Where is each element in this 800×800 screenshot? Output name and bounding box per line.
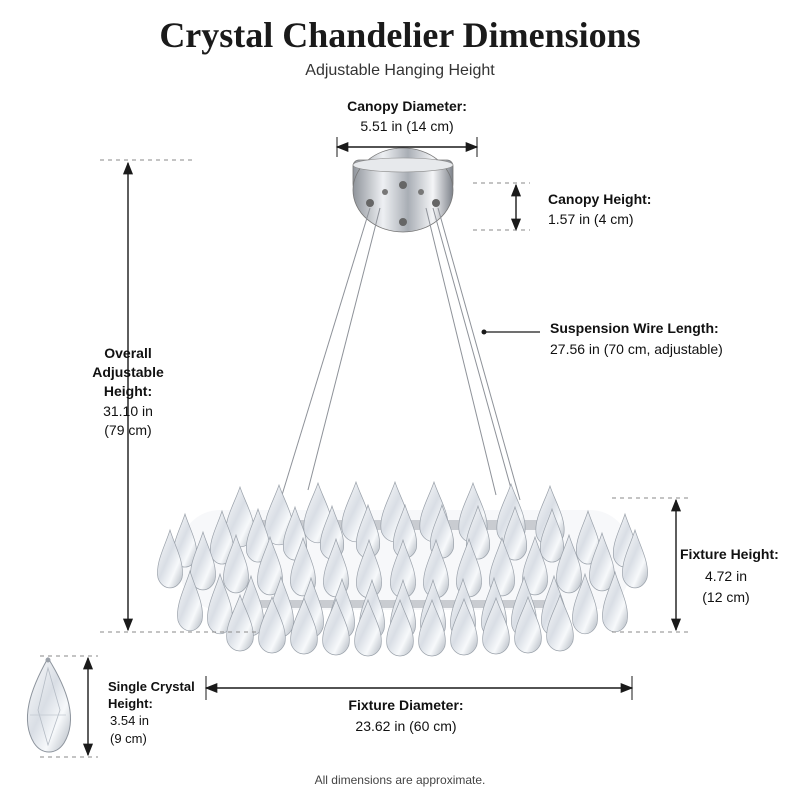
suspension-wire-value: 27.56 in (70 cm, adjustable) <box>550 341 723 357</box>
fixture-height-value: 4.72 in (12 cm) <box>702 568 750 605</box>
crystal-drop <box>264 483 294 546</box>
crystal-drop <box>354 598 382 657</box>
crystal-drop <box>450 597 478 656</box>
overall-height-label: Overall Adjustable Height: <box>92 345 164 399</box>
crystal-drop <box>209 509 235 565</box>
crystal-drop <box>539 507 565 563</box>
canopy-height-label: Canopy Height: <box>548 191 652 207</box>
crystal-drop <box>489 536 515 597</box>
crystal-drop <box>514 595 542 654</box>
crystal-drop <box>207 572 233 635</box>
single-crystal-value: 3.54 in (9 cm) <box>110 713 150 746</box>
fixture-diameter-value: 23.62 in (60 cm) <box>355 718 457 734</box>
crystal-drop <box>482 596 510 655</box>
crystal-drop <box>465 504 491 560</box>
crystal-drop <box>226 593 254 652</box>
crystal-drop <box>322 597 350 656</box>
crystal-drop <box>418 598 446 657</box>
crystal-drop <box>556 533 582 594</box>
footer-note: All dimensions are approximate. <box>314 773 486 787</box>
fixture-height-label: Fixture Height: <box>680 546 779 562</box>
crystal-drop <box>502 505 528 561</box>
fixture-diameter-label: Fixture Diameter: <box>348 697 464 713</box>
crystal-drop <box>245 507 271 563</box>
crystal-drop <box>622 528 648 589</box>
page-title: Crystal Chandelier Dimensions <box>159 15 641 55</box>
extension-guides <box>40 159 692 758</box>
page-subtitle: Adjustable Hanging Height <box>305 62 495 79</box>
crystal-drop <box>386 598 414 657</box>
crystal-drop <box>589 531 615 592</box>
crystal-drop <box>290 596 318 655</box>
crystal-drop <box>223 533 249 594</box>
crystal-drop <box>575 509 601 565</box>
crystal-drop <box>290 536 316 597</box>
crystal-drop <box>157 528 183 589</box>
crystal-drop <box>572 572 598 635</box>
crystal-drop <box>177 569 203 632</box>
crystal-drop <box>172 512 198 568</box>
dimension-lines <box>82 137 682 757</box>
crystal-drop <box>190 530 216 591</box>
crystal-drop <box>257 535 283 596</box>
single-crystal-label: Single Crystal Height: <box>108 679 195 711</box>
canopy-height-value: 1.57 in (4 cm) <box>548 211 634 227</box>
crystal-drop <box>258 595 286 654</box>
canopy-diameter-label: Canopy Diameter: <box>347 98 467 114</box>
single-crystal-illustration <box>26 657 71 753</box>
crystal-drop <box>522 535 548 596</box>
suspension-wires <box>281 207 521 501</box>
suspension-wire-label: Suspension Wire Length: <box>550 320 719 336</box>
overall-height-value: 31.10 in (79 cm) <box>103 403 153 438</box>
canopy-diameter-value: 5.51 in (14 cm) <box>360 118 454 134</box>
canopy <box>352 147 454 233</box>
crystal-drop <box>546 593 574 652</box>
chandelier-body <box>157 480 648 657</box>
